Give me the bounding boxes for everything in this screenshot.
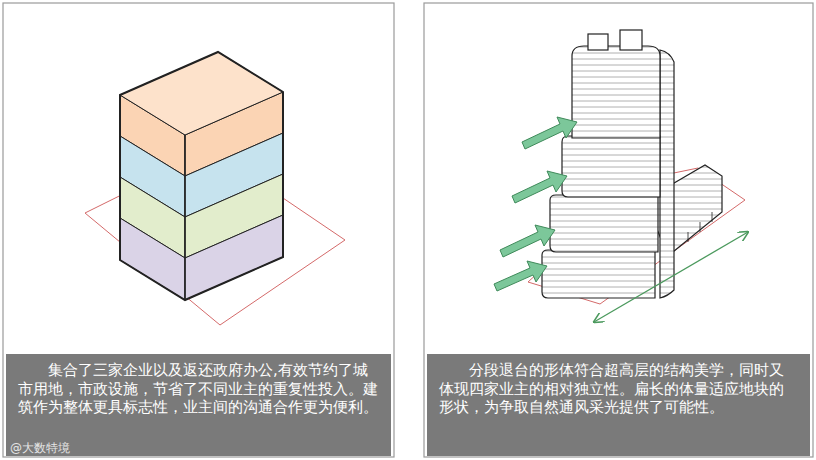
length-dimension bbox=[594, 232, 748, 322]
watermark: @大数特境 bbox=[10, 441, 70, 455]
airflow-arrow bbox=[494, 117, 577, 291]
tower-volume bbox=[542, 30, 722, 298]
panel-frame bbox=[3, 3, 394, 457]
caption-bar: 分段退台的形体符合超高层的结构美学，同时又体现四家业主的相对独立性。扁长的体量适… bbox=[427, 354, 810, 456]
caption-text: 分段退台的形体符合超高层的结构美学，同时又体现四家业主的相对独立性。扁长的体量适… bbox=[439, 361, 798, 417]
panel-frame bbox=[424, 3, 813, 457]
caption-text: 集合了三家企业以及返还政府办公,有效节约了城市用地，市政设施，节省了不同业主的重… bbox=[18, 361, 379, 417]
caption-bar: 集合了三家企业以及返还政府办公,有效节约了城市用地，市政设施，节省了不同业主的重… bbox=[6, 354, 391, 456]
stacked-volume bbox=[120, 52, 283, 300]
